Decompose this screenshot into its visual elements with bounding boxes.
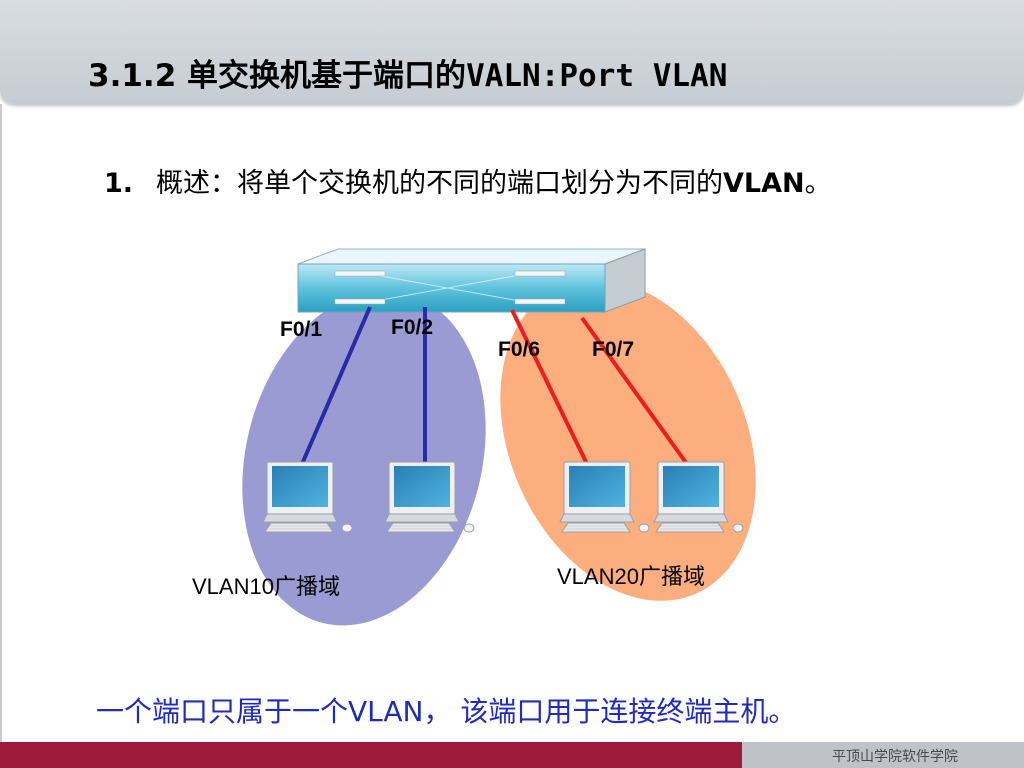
bullet-text-cn: 概述：将单个交换机的不同的端口划分为不同的 xyxy=(156,168,723,199)
port-label-f0-1: F0/1 xyxy=(280,318,322,341)
vlan10-label: VLAN10广播域 xyxy=(192,574,340,599)
bullet-text-end: 。 xyxy=(804,168,832,199)
bullet-item: 1. 概述：将单个交换机的不同的端口划分为不同的VLAN。 xyxy=(104,165,894,203)
link-f0-6 xyxy=(510,309,589,465)
footer-grey-bar xyxy=(742,742,1024,768)
page-title: 3.1.2 单交换机基于端口的VALN:Port VLAN xyxy=(88,50,727,95)
header-bar xyxy=(0,0,1024,104)
bullet-text-vlan: VLAN xyxy=(723,168,805,199)
port-label-f0-2: F0/2 xyxy=(391,316,433,339)
footer-text: 平顶山学院软件学院 xyxy=(832,749,958,765)
switch-icon xyxy=(297,248,646,313)
bullet-number: 1. xyxy=(104,168,134,199)
port-label-f0-6: F0/6 xyxy=(498,338,540,361)
bullet-text: 概述：将单个交换机的不同的端口划分为不同的VLAN。 xyxy=(156,165,894,203)
link-f0-1 xyxy=(300,306,372,465)
footer-red-bar xyxy=(0,742,742,768)
port-label-f0-7: F0/7 xyxy=(592,338,634,361)
link-f0-7 xyxy=(580,316,689,466)
page-title-cn: 3.1.2 单交换机基于端口的 xyxy=(88,58,467,94)
left-border-line xyxy=(0,104,2,744)
vlan20-label: VLAN20广播域 xyxy=(557,564,705,589)
page-title-mono: VALN:Port VLAN xyxy=(466,58,728,94)
conclusion-text: 一个端口只属于一个VLAN， 该端口用于连接终端主机。 xyxy=(96,695,797,728)
